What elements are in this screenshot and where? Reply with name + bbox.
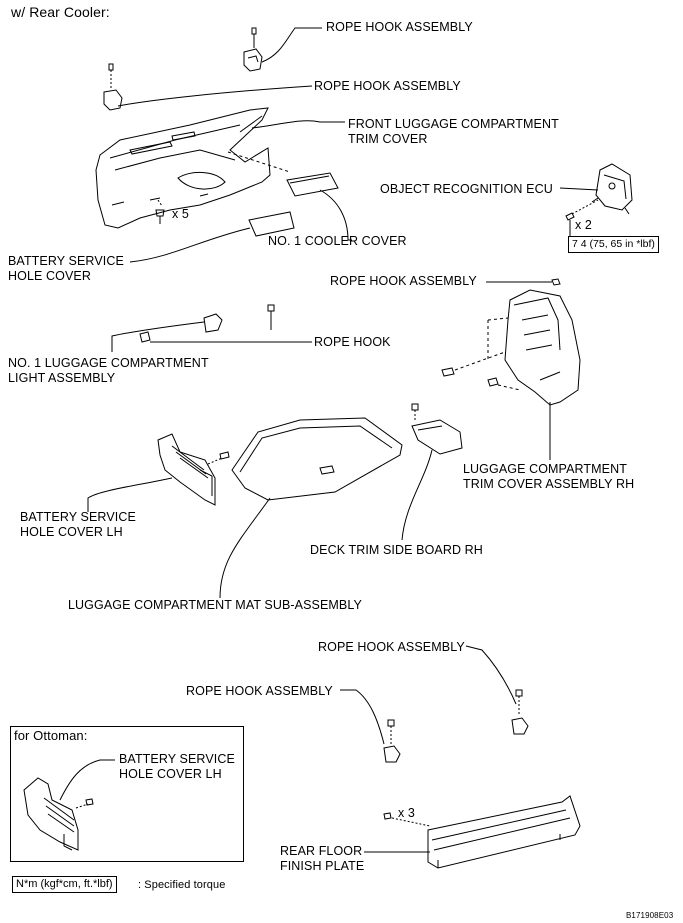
label-ecu-qty: x 2 (575, 218, 592, 232)
ottoman-label: BATTERY SERVICE HOLE COVER LH (119, 752, 235, 781)
leader-cooler-cover (319, 189, 352, 241)
leader-ecu (559, 187, 599, 191)
label-rope-hook-assembly-1: ROPE HOOK ASSEMBLY (326, 20, 473, 34)
leader-rope-hook-1 (261, 27, 322, 63)
label-trim-cover-assembly-rh: LUGGAGE COMPARTMENT TRIM COVER ASSEMBLY … (463, 462, 635, 491)
clip-part (155, 209, 165, 224)
ottoman-inset-box: for Ottoman: BATTERY SERVICE HOLE COVER … (10, 726, 244, 862)
label-rope-hook-assembly-5: ROPE HOOK ASSEMBLY (186, 684, 333, 698)
leader-deck-board (401, 449, 433, 541)
leader-rope-hook-2 (117, 85, 313, 107)
rear-floor-finish-plate-part (427, 795, 581, 869)
leader-battery-cover-lh (87, 477, 173, 512)
ottoman-title: for Ottoman: (14, 728, 88, 743)
torque-spec-ecu: 7 4 (75, 65 in *lbf) (568, 236, 659, 253)
plate-screw-part (383, 812, 431, 827)
rope-hook-assembly-lower-right-part (511, 689, 529, 735)
label-deck-trim-side-board-rh: DECK TRIM SIDE BOARD RH (310, 543, 483, 557)
rope-hook-assembly-lower-left-part (383, 719, 401, 763)
deck-trim-side-board-part (411, 419, 463, 455)
label-clip-qty: x 5 (172, 207, 189, 221)
luggage-light-part (203, 313, 223, 333)
label-battery-service-hole-cover: BATTERY SERVICE HOLE COVER (8, 254, 124, 283)
label-no1-luggage-light: NO. 1 LUGGAGE COMPARTMENT LIGHT ASSEMBLY (8, 356, 209, 385)
label-battery-service-hole-cover-lh: BATTERY SERVICE HOLE COVER LH (20, 510, 136, 539)
leader-rope-hook-4 (465, 645, 517, 705)
no1-cooler-cover-part (286, 172, 339, 197)
luggage-mat-part (231, 417, 403, 501)
label-no1-cooler-cover: NO. 1 COOLER COVER (268, 234, 407, 248)
rope-hook-assembly-right-part (551, 278, 561, 286)
label-object-recognition-ecu: OBJECT RECOGNITION ECU (380, 182, 553, 196)
battery-cover-lh-clip-part (207, 451, 230, 465)
label-rope-hook-assembly-4: ROPE HOOK ASSEMBLY (318, 640, 465, 654)
ottoman-clip-part (75, 798, 94, 809)
deck-board-screw-part (411, 403, 419, 422)
trim-cover-clip-part (441, 367, 499, 387)
trim-cover-assembly-rh-part (504, 289, 581, 406)
rope-hook-assembly-left-part (103, 63, 123, 111)
rope-hook-part (139, 304, 275, 343)
torque-legend-box: N*m (kgf*cm, ft.*lbf) (12, 876, 117, 893)
label-rope-hook: ROPE HOOK (314, 335, 391, 349)
page-title: w/ Rear Cooler: (11, 4, 110, 20)
label-rear-floor-finish-plate: REAR FLOOR FINISH PLATE (280, 844, 365, 873)
label-rope-hook-assembly-2: ROPE HOOK ASSEMBLY (314, 79, 461, 93)
ecu-bolt-part (565, 199, 599, 221)
figure-code: B171908E03 (626, 911, 674, 920)
ottoman-battery-cover-lh-part (23, 777, 79, 851)
leader-ottoman (59, 759, 115, 801)
leader-luggage-light (111, 321, 205, 352)
front-trim-cover-part (95, 107, 271, 229)
label-front-trim-cover: FRONT LUGGAGE COMPARTMENT TRIM COVER (348, 117, 559, 146)
battery-service-hole-cover-part (248, 211, 295, 237)
leader-rope-hook-5 (340, 689, 385, 745)
rope-hook-assembly-top-part (243, 27, 263, 72)
object-recognition-ecu-part (591, 163, 633, 215)
battery-service-hole-cover-lh-part (157, 433, 216, 506)
torque-legend-text: : Specified torque (138, 879, 226, 891)
label-rope-hook-assembly-3: ROPE HOOK ASSEMBLY (330, 274, 477, 288)
leader-battery-service-hole-cover (129, 227, 251, 263)
leader-front-trim-cover (251, 120, 345, 129)
label-plate-qty: x 3 (398, 806, 415, 820)
leader-luggage-mat (219, 497, 271, 599)
label-luggage-mat: LUGGAGE COMPARTMENT MAT SUB-ASSEMBLY (68, 598, 362, 612)
